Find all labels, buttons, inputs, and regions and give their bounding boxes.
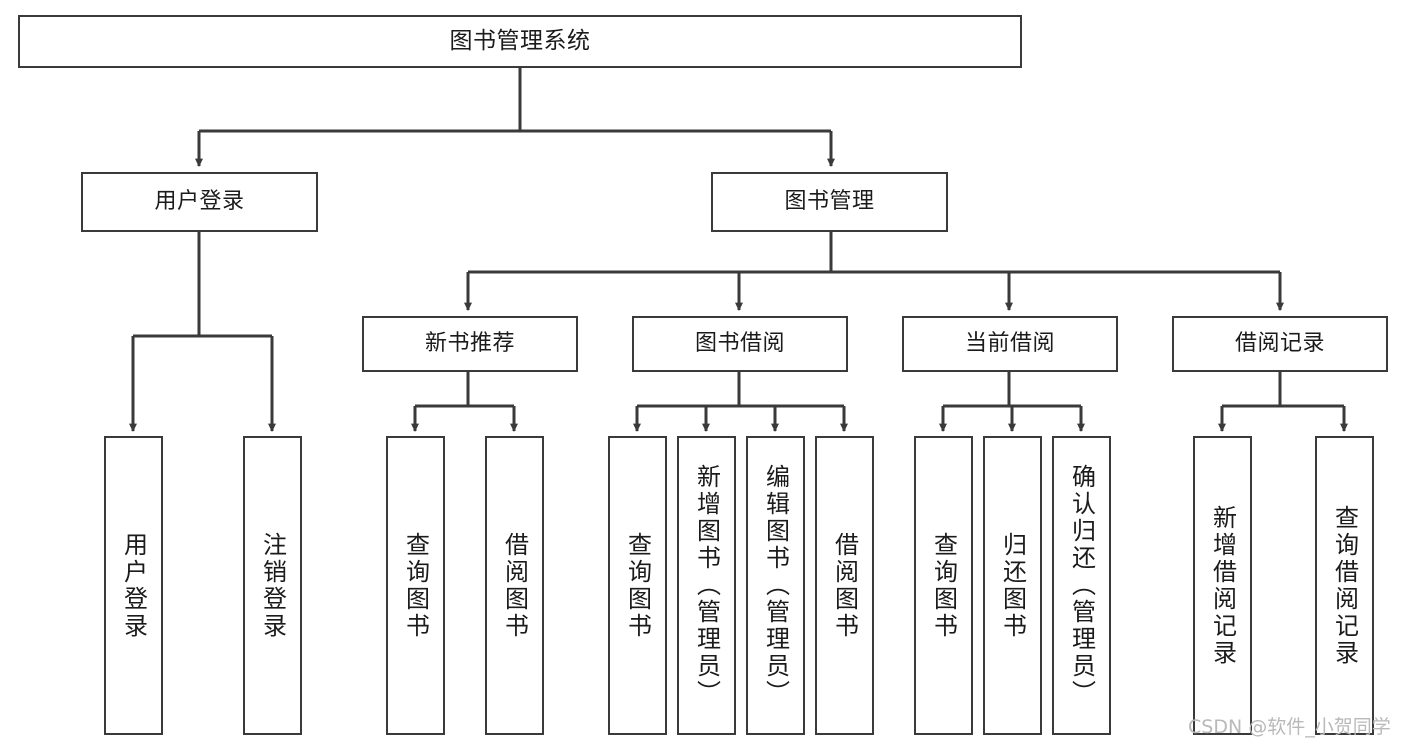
- node-label: 编辑图书（管理员）: [761, 464, 790, 707]
- node-root-book-management-system[interactable]: 图书管理系统: [18, 15, 1022, 68]
- node-label: 注销登录: [258, 531, 287, 640]
- node-label: 当前借阅: [964, 331, 1055, 357]
- node-label: 借阅记录: [1234, 331, 1325, 357]
- node-label: 查询图书: [401, 531, 430, 640]
- node-leaf-add-book-admin[interactable]: 新增图书（管理员）: [677, 436, 736, 735]
- node-leaf-query-book-borrow[interactable]: 查询图书: [608, 436, 667, 735]
- node-new-book-recommendation[interactable]: 新书推荐: [362, 316, 578, 372]
- node-borrowing-record[interactable]: 借阅记录: [1172, 316, 1388, 372]
- node-label: 查询借阅记录: [1330, 504, 1359, 667]
- node-leaf-query-book-current[interactable]: 查询图书: [914, 436, 973, 735]
- node-label: 图书借阅: [694, 331, 785, 357]
- node-label: 用户登录: [119, 531, 148, 640]
- node-leaf-add-borrow-record[interactable]: 新增借阅记录: [1193, 436, 1252, 735]
- node-leaf-user-login[interactable]: 用户登录: [104, 436, 163, 735]
- node-book-borrowing[interactable]: 图书借阅: [632, 316, 848, 372]
- node-leaf-borrow-book[interactable]: 借阅图书: [815, 436, 874, 735]
- node-label: 新书推荐: [424, 331, 515, 357]
- node-label: 图书管理: [784, 189, 875, 215]
- node-leaf-query-book-new[interactable]: 查询图书: [386, 436, 445, 735]
- node-label: 查询图书: [623, 531, 652, 640]
- node-leaf-logout[interactable]: 注销登录: [243, 436, 302, 735]
- node-label: 用户登录: [154, 189, 245, 215]
- csdn-watermark: CSDN @软件_小贺同学: [1188, 716, 1391, 738]
- node-current-borrowing[interactable]: 当前借阅: [902, 316, 1118, 372]
- node-label: 新增借阅记录: [1208, 504, 1237, 667]
- node-label: 新增图书（管理员）: [692, 464, 721, 707]
- node-user-login[interactable]: 用户登录: [81, 172, 318, 232]
- node-leaf-return-book[interactable]: 归还图书: [983, 436, 1042, 735]
- node-leaf-confirm-return-admin[interactable]: 确认归还（管理员）: [1052, 436, 1111, 735]
- node-label: 借阅图书: [830, 531, 859, 640]
- node-book-management[interactable]: 图书管理: [711, 172, 948, 232]
- node-label: 借阅图书: [500, 531, 529, 640]
- node-label: 查询图书: [929, 531, 958, 640]
- node-leaf-borrow-book-new[interactable]: 借阅图书: [485, 436, 544, 735]
- node-leaf-query-borrow-record[interactable]: 查询借阅记录: [1315, 436, 1374, 735]
- node-label: 图书管理系统: [449, 27, 591, 54]
- node-label: 确认归还（管理员）: [1067, 464, 1096, 707]
- node-label: 归还图书: [998, 531, 1027, 640]
- node-leaf-edit-book-admin[interactable]: 编辑图书（管理员）: [746, 436, 805, 735]
